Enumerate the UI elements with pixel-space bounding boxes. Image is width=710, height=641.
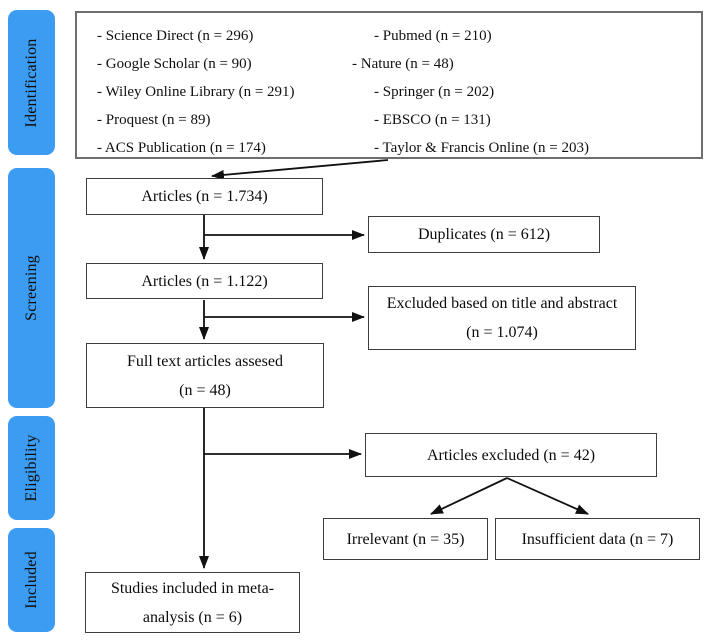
stage-identification: Identification (8, 10, 55, 155)
box-insufficient-data-label: Insufficient data (n = 7) (521, 530, 674, 548)
box-excluded-title-abstract: Excluded based on title and abstract (n … (368, 286, 636, 350)
box-included-meta-line1: Studies included in meta- (110, 579, 275, 597)
box-articles-excluded-label: Articles excluded (n = 42) (426, 446, 596, 464)
sources-column-right: - Pubmed (n = 210) - Nature (n = 48) - S… (352, 22, 590, 162)
box-articles-excluded: Articles excluded (n = 42) (365, 433, 657, 477)
source-item: - Springer (n = 202) (374, 84, 495, 100)
box-articles-screened-label: Articles (n = 1.122) (141, 272, 268, 290)
box-excluded-title-abstract-line1: Excluded based on title and abstract (386, 295, 618, 312)
stage-screening: Screening (8, 168, 55, 408)
stage-included: Included (8, 528, 55, 632)
source-item: - Google Scholar (n = 90) (97, 56, 252, 72)
arrow-excluded-to-insufficient (506, 477, 589, 515)
box-fulltext-assessed: Full text articles assesed (n = 48) (86, 343, 324, 408)
box-excluded-title-abstract-line2: (n = 1.074) (466, 324, 538, 341)
box-duplicates: Duplicates (n = 612) (368, 216, 600, 253)
box-included-meta: Studies included in meta- analysis (n = … (85, 572, 300, 633)
source-item: - ACS Publication (n = 174) (97, 140, 266, 156)
source-item: - Wiley Online Library (n = 291) (97, 84, 295, 100)
box-fulltext-assessed-line2: (n = 48) (179, 381, 231, 399)
box-irrelevant-label: Irrelevant (n = 35) (346, 530, 465, 548)
source-item: - Taylor & Francis Online (n = 203) (374, 140, 590, 156)
source-item: - Pubmed (n = 210) (374, 28, 492, 44)
box-duplicates-label: Duplicates (n = 612) (417, 226, 551, 243)
box-fulltext-assessed-line1: Full text articles assesed (127, 352, 283, 370)
box-insufficient-data: Insufficient data (n = 7) (495, 518, 700, 560)
box-articles-initial: Articles (n = 1.734) (86, 178, 323, 215)
source-item: - Nature (n = 48) (352, 56, 454, 72)
source-item: - Proquest (n = 89) (97, 112, 211, 128)
arrow-sources-to-articles (211, 159, 389, 180)
arrow-excluded-to-irrelevant (430, 477, 508, 515)
sources-column-left: - Science Direct (n = 296) - Google Scho… (97, 22, 295, 162)
box-irrelevant: Irrelevant (n = 35) (323, 518, 488, 560)
sources-box: - Science Direct (n = 296) - Google Scho… (75, 11, 703, 159)
stage-eligibility: Eligibility (8, 416, 55, 520)
box-articles-screened: Articles (n = 1.122) (86, 263, 323, 299)
source-item: - Science Direct (n = 296) (97, 28, 254, 44)
box-included-meta-line2: analysis (n = 6) (142, 608, 243, 626)
source-item: - EBSCO (n = 131) (374, 112, 491, 128)
box-articles-initial-label: Articles (n = 1.734) (141, 188, 268, 205)
